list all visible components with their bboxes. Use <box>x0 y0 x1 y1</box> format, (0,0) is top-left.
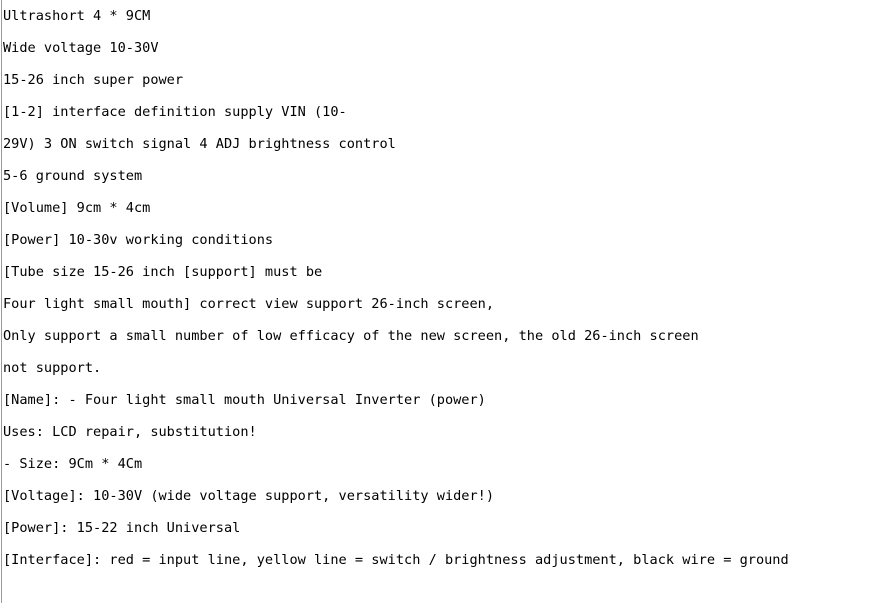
text-line: - Size: 9Cm * 4Cm <box>3 456 143 472</box>
text-line: Four light small mouth] correct view sup… <box>3 296 495 312</box>
text-line: [Voltage]: 10-30V (wide voltage support,… <box>3 488 495 504</box>
text-line: 15-26 inch super power <box>3 72 184 88</box>
text-line: 29V) 3 ON switch signal 4 ADJ brightness… <box>3 136 396 152</box>
text-line: [Interface]: red = input line, yellow li… <box>3 552 789 568</box>
text-line: 5-6 ground system <box>3 168 143 184</box>
left-margin-rule <box>1 0 2 603</box>
text-line: Ultrashort 4 * 9CM <box>3 8 151 24</box>
text-line: Wide voltage 10-30V <box>3 40 159 56</box>
text-line: [Power]: 15-22 inch Universal <box>3 520 241 536</box>
text-line: [Volume] 9cm * 4cm <box>3 200 151 216</box>
text-line: Uses: LCD repair, substitution! <box>3 424 257 440</box>
text-line: [Power] 10-30v working conditions <box>3 232 274 248</box>
document-text-body: Ultrashort 4 * 9CM Wide voltage 10-30V 1… <box>3 0 873 576</box>
text-line: [Name]: - Four light small mouth Univers… <box>3 392 486 408</box>
text-line: not support. <box>3 360 102 376</box>
text-line: [Tube size 15-26 inch [support] must be <box>3 264 323 280</box>
text-line: Only support a small number of low effic… <box>3 328 699 344</box>
text-line: [1-2] interface definition supply VIN (1… <box>3 104 347 120</box>
